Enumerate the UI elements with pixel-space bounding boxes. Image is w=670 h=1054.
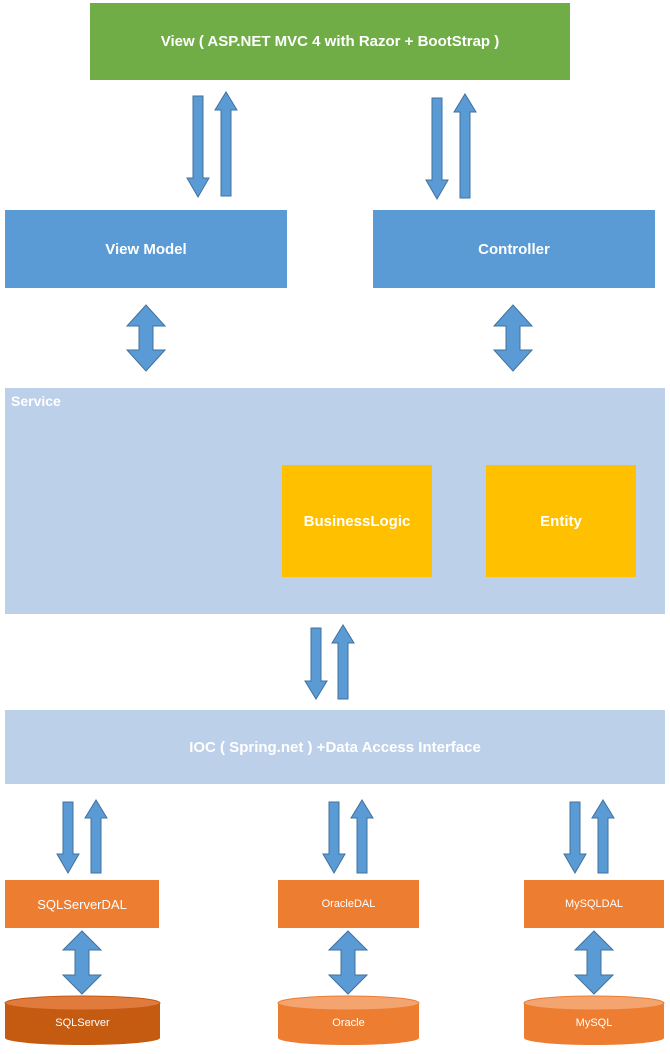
service-ioc-arrows bbox=[304, 624, 355, 700]
business-logic-label: BusinessLogic bbox=[303, 512, 411, 530]
up-arrow bbox=[591, 799, 615, 874]
view-layer-box: View ( ASP.NET MVC 4 with Razor + BootSt… bbox=[90, 3, 570, 80]
down-arrow bbox=[425, 97, 449, 200]
oracle-dal-label: OracleDAL bbox=[321, 898, 376, 910]
view-model-label: View Model bbox=[105, 240, 187, 258]
up-arrow bbox=[84, 799, 108, 874]
sqlserver-db-label: SQLServer bbox=[55, 1017, 110, 1029]
ioc-oracledal-arrows bbox=[322, 799, 374, 874]
mysql-db-cylinder bbox=[523, 995, 665, 1045]
controller-label: Controller bbox=[478, 240, 550, 258]
controller-box: Controller bbox=[373, 210, 655, 288]
ioc-layer-label: IOC ( Spring.net ) +Data Access Interfac… bbox=[189, 738, 481, 756]
ioc-mysqldal-arrows bbox=[563, 799, 615, 874]
sqlserverdal-db-double-arrow bbox=[61, 930, 103, 995]
down-arrow bbox=[322, 801, 346, 874]
sqlserver-db-cylinder bbox=[4, 995, 161, 1045]
view-model-box: View Model bbox=[5, 210, 287, 288]
viewmodel-service-double-arrow bbox=[125, 304, 167, 372]
mysql-dal-box: MySQLDAL bbox=[524, 880, 664, 928]
ioc-sqlserverdal-arrows bbox=[56, 799, 108, 874]
view-viewmodel-arrows bbox=[186, 91, 238, 198]
oracle-db-label: Oracle bbox=[332, 1017, 365, 1029]
up-arrow bbox=[453, 93, 477, 199]
sqlserver-dal-label: SQLServerDAL bbox=[37, 896, 127, 912]
oracle-db-cylinder bbox=[277, 995, 420, 1045]
service-layer-label: Service bbox=[11, 393, 61, 409]
down-arrow bbox=[304, 627, 328, 700]
view-controller-arrows bbox=[425, 93, 477, 200]
up-arrow bbox=[350, 799, 374, 874]
oracledal-db-double-arrow bbox=[327, 930, 369, 995]
ioc-layer-box: IOC ( Spring.net ) +Data Access Interfac… bbox=[5, 710, 665, 784]
controller-service-double-arrow bbox=[492, 304, 534, 372]
mysql-dal-label: MySQLDAL bbox=[564, 898, 624, 910]
down-arrow bbox=[186, 95, 210, 198]
sqlserver-dal-box: SQLServerDAL bbox=[5, 880, 159, 928]
up-arrow bbox=[331, 624, 355, 700]
mysqldal-db-double-arrow bbox=[573, 930, 615, 995]
entity-box: Entity bbox=[486, 465, 636, 577]
oracle-dal-box: OracleDAL bbox=[278, 880, 419, 928]
mysql-db-label: MySQL bbox=[575, 1017, 613, 1029]
down-arrow bbox=[56, 801, 80, 874]
entity-label: Entity bbox=[540, 512, 582, 530]
view-layer-label: View ( ASP.NET MVC 4 with Razor + BootSt… bbox=[160, 33, 500, 50]
business-logic-box: BusinessLogic bbox=[282, 465, 432, 577]
down-arrow bbox=[563, 801, 587, 874]
up-arrow bbox=[214, 91, 238, 197]
